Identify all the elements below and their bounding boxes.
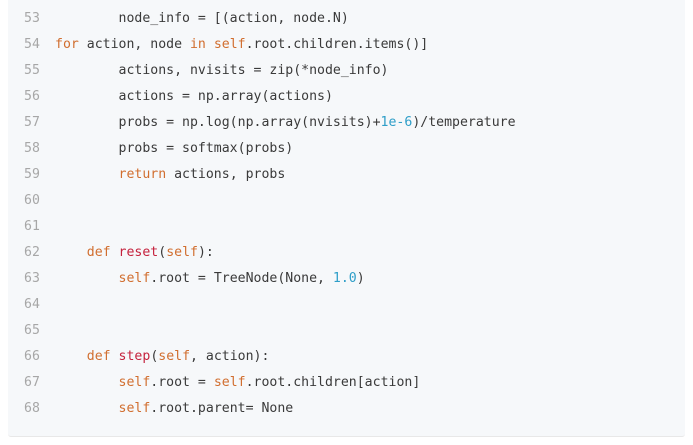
indent <box>55 63 119 78</box>
code-line: 60 <box>8 188 685 214</box>
code-line: 57 probs = np.log(np.array(nvisits)+1e-6… <box>8 110 685 136</box>
code-token: self <box>213 37 246 52</box>
code-token: step <box>118 349 151 364</box>
line-number: 60 <box>24 193 40 208</box>
line-number: 59 <box>24 167 40 182</box>
line-number: 66 <box>24 349 40 364</box>
indent <box>55 401 119 416</box>
code-token: 1.0 <box>332 271 357 286</box>
line-code: actions, nvisits = zip(*node_info) <box>55 58 389 84</box>
line-number: 58 <box>24 141 40 156</box>
code-token: for <box>55 37 79 52</box>
code-token: .root.children[action] <box>245 375 421 390</box>
code-line: 67 self.root = self.root.children[action… <box>8 370 685 396</box>
line-code: def reset(self): <box>55 240 214 266</box>
indent <box>55 245 87 260</box>
code-token: ): <box>197 245 214 260</box>
code-token <box>206 37 214 52</box>
code-token: .root = <box>150 375 214 390</box>
code-token: ) <box>356 271 365 286</box>
line-code: actions = np.array(actions) <box>55 84 333 110</box>
code-token: self <box>118 401 151 416</box>
code-line: 61 <box>8 214 685 240</box>
code-line: 68 self.root.parent= None <box>8 396 685 422</box>
indent <box>55 375 119 390</box>
code-token: actions, nvisits = zip(*node_info) <box>118 63 389 78</box>
line-number: 57 <box>24 115 40 130</box>
code-token: def <box>86 349 111 364</box>
code-line: 66 def step(self, action): <box>8 344 685 370</box>
code-token: actions, probs <box>166 167 286 182</box>
code-token <box>111 349 119 364</box>
line-number: 61 <box>24 219 40 234</box>
code-line: 64 <box>8 292 685 318</box>
code-token: self <box>118 271 151 286</box>
line-code: def step(self, action): <box>55 344 270 370</box>
code-line: 56 actions = np.array(actions) <box>8 84 685 110</box>
indent <box>55 115 119 130</box>
indent <box>55 167 119 182</box>
code-token: .root.children.items()] <box>245 37 429 52</box>
code-token: ( <box>158 245 167 260</box>
indent <box>55 271 119 286</box>
line-number: 65 <box>24 323 40 338</box>
code-token: self <box>158 349 191 364</box>
code-token: action, node <box>78 37 190 52</box>
line-number: 54 <box>24 37 40 52</box>
line-code: self.root.parent= None <box>55 396 294 422</box>
line-code: node_info = [(action, node.N) <box>55 6 349 32</box>
line-number: 63 <box>24 271 40 286</box>
code-line: 55 actions, nvisits = zip(*node_info) <box>8 58 685 84</box>
code-token: ( <box>150 349 159 364</box>
code-token: self <box>166 245 198 260</box>
code-token: reset <box>118 245 159 260</box>
code-line: 62 def reset(self): <box>8 240 685 266</box>
line-code: probs = np.log(np.array(nvisits)+1e-6)/t… <box>55 110 516 136</box>
code-token: .root = TreeNode(None, <box>150 271 333 286</box>
code-token: )/temperature <box>412 115 516 130</box>
line-code: self.root = TreeNode(None, 1.0) <box>55 266 365 292</box>
code-token <box>111 245 119 260</box>
code-line: 63 self.root = TreeNode(None, 1.0) <box>8 266 685 292</box>
code-token: node_info = [(action, node.N) <box>118 11 349 26</box>
indent <box>55 141 119 156</box>
line-number: 67 <box>24 375 40 390</box>
code-token: probs = np.log(np.array(nvisits)+ <box>118 115 381 130</box>
code-token: self <box>118 375 151 390</box>
code-line: 53 node_info = [(action, node.N) <box>8 6 685 32</box>
code-token: 1e-6 <box>380 115 413 130</box>
code-token: .root.parent= None <box>150 401 294 416</box>
line-number: 53 <box>24 11 40 26</box>
line-number: 62 <box>24 245 40 260</box>
line-number: 55 <box>24 63 40 78</box>
line-code: return actions, probs <box>55 162 286 188</box>
code-line: 65 <box>8 318 685 344</box>
line-number: 56 <box>24 89 40 104</box>
code-token: actions = np.array(actions) <box>118 89 333 104</box>
line-code: probs = softmax(probs) <box>55 136 294 162</box>
code-token: , action): <box>190 349 270 364</box>
code-line: 54 for action, node in self.root.children… <box>8 32 685 58</box>
code-token: def <box>86 245 111 260</box>
code-block: 53 node_info = [(action, node.N) 54 for ac… <box>8 0 685 437</box>
code-token: probs = softmax(probs) <box>118 141 294 156</box>
line-code: self.root = self.root.children[action] <box>55 370 421 396</box>
code-line: 58 probs = softmax(probs) <box>8 136 685 162</box>
code-token: self <box>213 375 246 390</box>
line-code: for action, node in self.root.children.i… <box>55 32 428 58</box>
indent <box>55 11 119 26</box>
indent <box>55 349 87 364</box>
code-token: return <box>118 167 167 182</box>
line-number: 64 <box>24 297 40 312</box>
indent <box>55 89 119 104</box>
code-line: 59 return actions, probs <box>8 162 685 188</box>
code-token: in <box>189 37 206 52</box>
line-number: 68 <box>24 401 40 416</box>
